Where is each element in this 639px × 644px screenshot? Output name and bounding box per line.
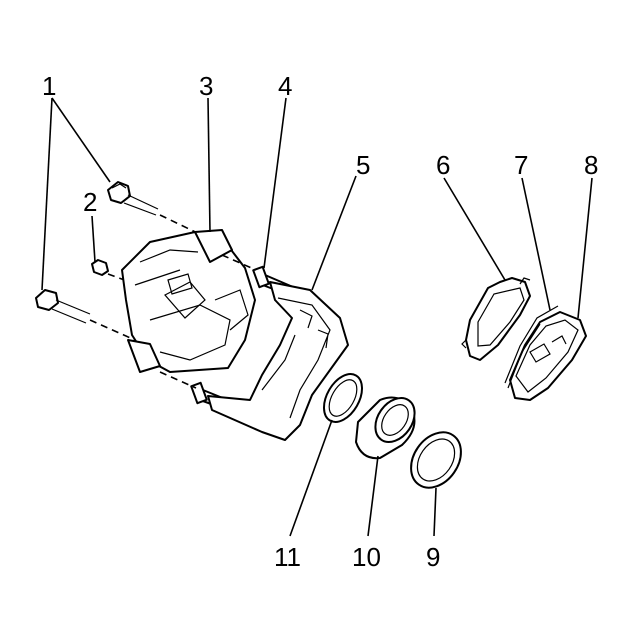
pad-shim [504,305,559,389]
callout-2: 2 [83,187,97,217]
callout-6: 6 [436,150,450,180]
callout-10: 10 [352,542,381,572]
callout-4: 4 [278,71,292,101]
callout-8: 8 [584,150,598,180]
lower-caliper-bolt [35,289,136,341]
leader-lines [41,97,593,537]
callout-1: 1 [42,71,56,101]
piston-seal [323,373,363,423]
inner-brake-pad [461,277,531,361]
outer-brake-pad [509,311,587,401]
bleeder-valve [91,259,131,283]
piston-boot [410,431,462,489]
callout-7: 7 [514,150,528,180]
callout-3: 3 [199,71,213,101]
callout-5: 5 [356,150,370,180]
caliper-housing [121,229,256,373]
callout-9: 9 [426,542,440,572]
callout-11: 11 [274,542,301,572]
caliper-piston [355,396,416,460]
caliper-mounting-bracket [207,281,349,441]
